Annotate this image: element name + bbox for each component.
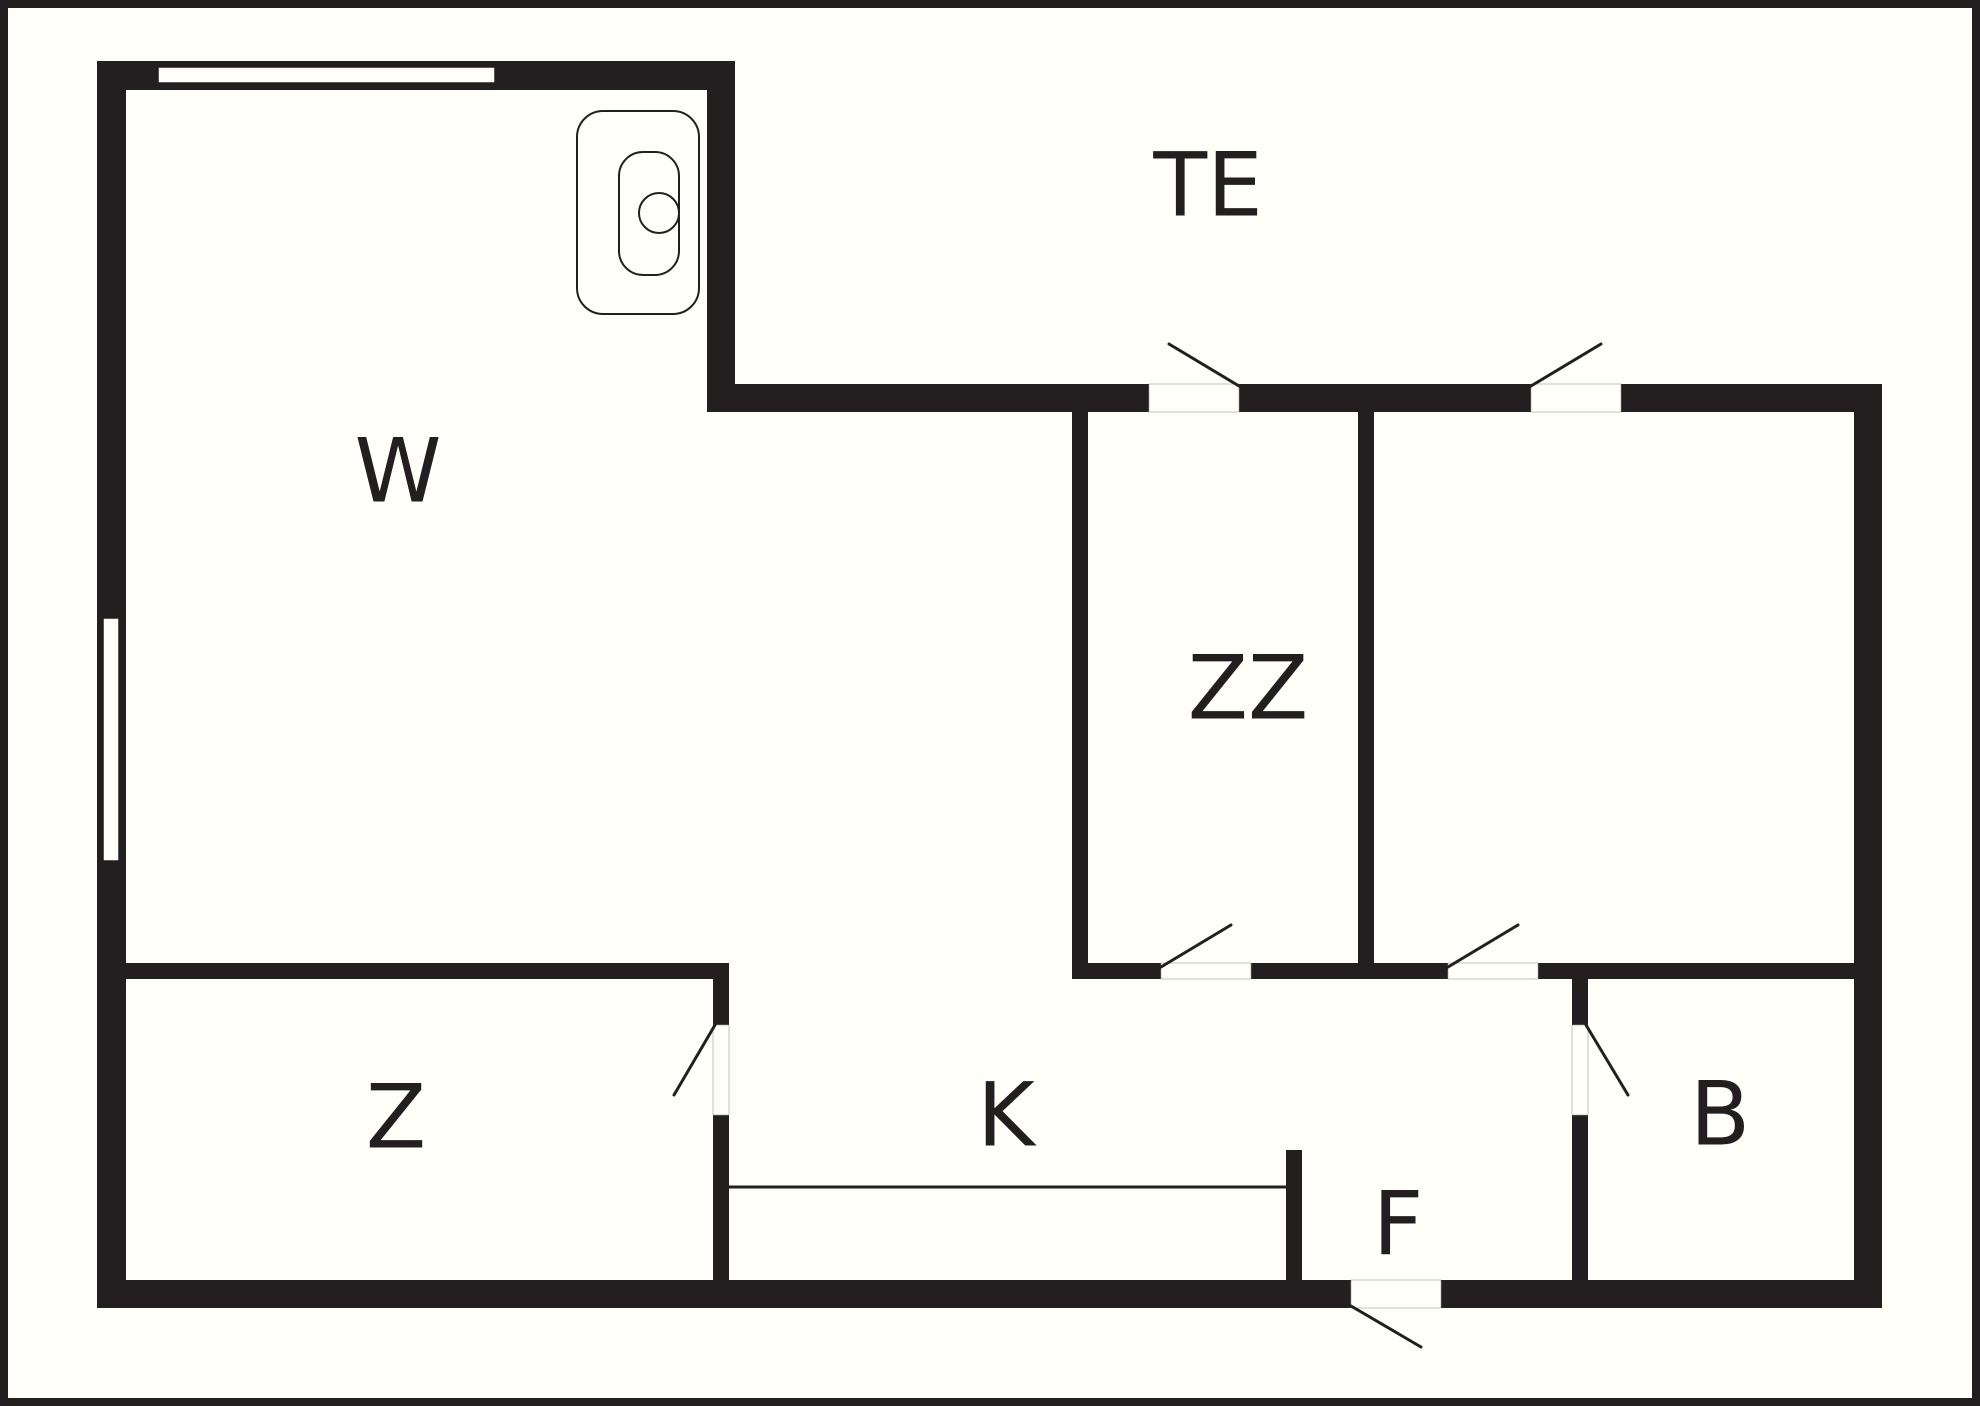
room-label-te: TE bbox=[1152, 134, 1262, 237]
door-swing-b bbox=[1584, 1023, 1630, 1097]
wall-zz-right bbox=[1358, 384, 1374, 979]
sink-icon bbox=[576, 110, 700, 315]
wall-bottom bbox=[97, 1280, 1882, 1308]
wall-f-stub bbox=[1286, 1150, 1302, 1280]
door-swing-room-right bbox=[1446, 923, 1520, 969]
wall-z-right bbox=[713, 963, 729, 1280]
room-label-k: K bbox=[977, 1064, 1037, 1167]
wall-terrace bbox=[707, 384, 1882, 412]
door-gap-b bbox=[1571, 1024, 1589, 1116]
door-swing-z bbox=[672, 1023, 717, 1097]
door-gap-zz bbox=[1160, 962, 1252, 980]
window-left bbox=[102, 617, 120, 862]
door-swing-terrace-1 bbox=[1167, 342, 1241, 388]
window-top bbox=[157, 66, 496, 84]
room-label-f: F bbox=[1373, 1173, 1424, 1276]
wall-zz-left bbox=[1072, 384, 1088, 979]
room-label-zz: ZZ bbox=[1188, 637, 1309, 740]
room-label-b: B bbox=[1690, 1063, 1750, 1166]
door-swing-terrace-2 bbox=[1529, 342, 1603, 388]
room-label-w: W bbox=[354, 420, 441, 523]
door-gap-terrace-1 bbox=[1148, 383, 1240, 413]
door-swing-zz bbox=[1159, 923, 1233, 969]
door-gap-room-right bbox=[1447, 962, 1539, 980]
wall-w-right bbox=[707, 61, 735, 412]
wall-z-top bbox=[97, 963, 729, 979]
door-gap-entrance bbox=[1350, 1279, 1442, 1309]
doors bbox=[672, 342, 1630, 1349]
door-gap-terrace-2 bbox=[1530, 383, 1622, 413]
room-label-z: Z bbox=[366, 1066, 426, 1169]
wall-b-left bbox=[1572, 963, 1588, 1280]
door-gap-z bbox=[712, 1024, 730, 1116]
wall-right bbox=[1854, 384, 1882, 1308]
door-swing-entrance bbox=[1349, 1304, 1423, 1349]
